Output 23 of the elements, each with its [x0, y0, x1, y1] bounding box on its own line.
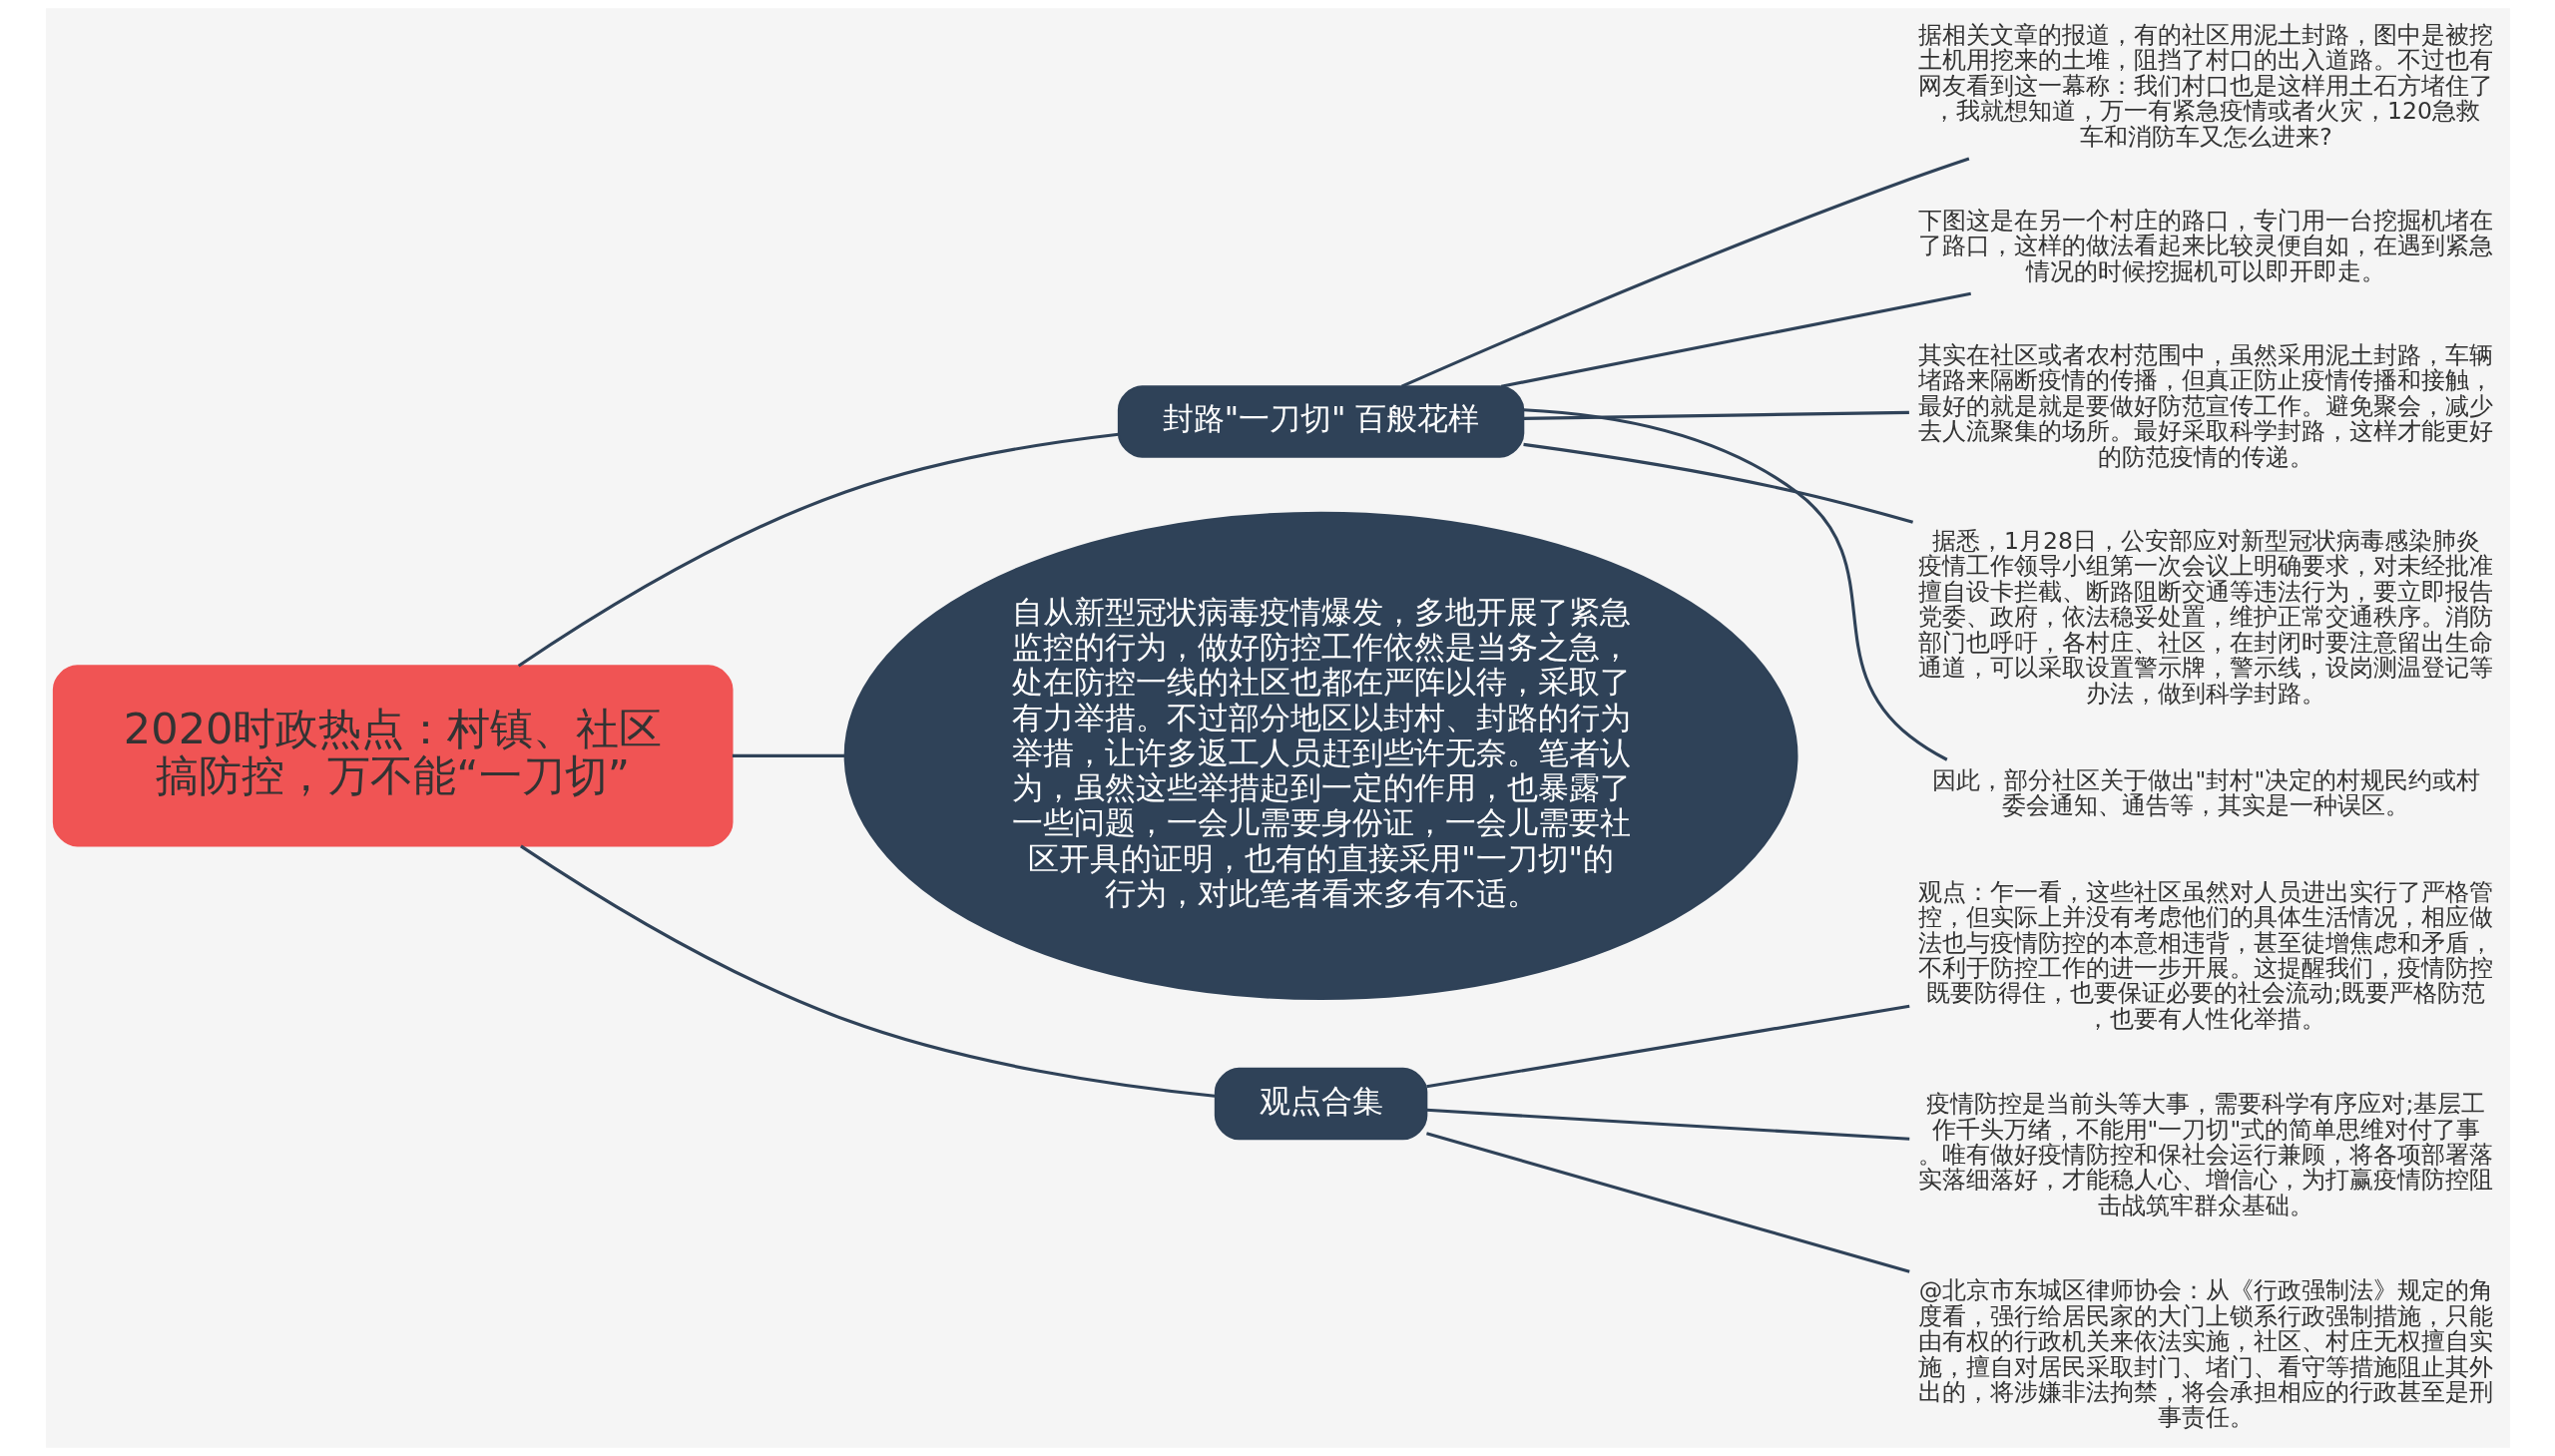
connector: [519, 844, 1215, 1098]
node-text: 据悉，1月28日，公安部应对新型冠状病毒感染肺炎疫情工作领导小组第一次会议上明确要求，对未经批准擅自设卡拦截、断路阻断交通等违法行为，要立即报告党委、政府，依法稳妥处置，维护正常交通秩序。消防部门也呼吁，各村庄、社区，在封闭时要注意留出生命通道，可以采取设置警示牌，警示线，设岗测温登记等办法，做到科学封路。: [1917, 526, 2493, 708]
node-box: 2020时政热点：村镇、社区搞防控，万不能“一刀切”: [52, 665, 733, 847]
connector: [1522, 442, 1913, 524]
connector: [517, 432, 1119, 668]
connector: [732, 753, 845, 757]
connector: [1425, 1132, 1910, 1273]
node-text: 据相关文章的报道，有的社区用泥土封路，图中是被挖土机用挖来的土堆，阻挡了村口的出入道路。不过也有网友看到这一幕称：我们村口也是这样用土石方堵住了，我就想知道，万一有紧急疫情或者火灾，120急救车和消防车又怎么进来?: [1917, 20, 2493, 151]
connector: [1400, 157, 1969, 388]
node-text: @北京市东城区律师协会：从《行政强制法》规定的角度看，强行给居民家的大门上锁系行政强制措施，只能由有权的行政机关来依法实施，社区、村庄无权擅自实施，擅自对居民采取封门、堵门、看守等措施阻止其外出的，将涉嫌非法拘禁，将会承担相应的行政甚至是刑事责任。: [1917, 1276, 2493, 1432]
connector: [1500, 291, 1971, 388]
connector: [1425, 1108, 1909, 1141]
node-box: 观点合集: [1214, 1067, 1427, 1141]
connector: [1522, 410, 1909, 420]
node-box: 封路"一刀切" 百般花样: [1117, 385, 1524, 458]
node-text: 其实在社区或者农村范围中，虽然采用泥土封路，车辆堵路来隔断疫情的传播，但真正防止疫情传播和接触，最好的就是就是要做好防范宣传工作。避免聚会，减少去人流聚集的场所。最好采取科学封路，这样才能更好的防范疫情的传递。: [1917, 340, 2493, 471]
node-text: 观点：乍一看，这些社区虽然对人员进出实行了严格管控，但实际上并没有考虑他们的具体生活情况，相应做法也与疫情防控的本意相违背，甚至徒增焦虑和矛盾，不利于防控工作的进一步开展。这提醒我们，疫情防控既要防得住，也要保证必要的社会流动;既要严格防范，也要有人性化举措。: [1917, 877, 2493, 1033]
connector: [1425, 1004, 1909, 1089]
node-ellipse: 自从新型冠状病毒疫情爆发，多地开展了紧急监控的行为，做好防控工作依然是当务之急，处在防控一线的社区也都在严阵以待，采取了有力举措。不过部分地区以封村、封路的行为举措，让许多返工人员赶到些许无奈。笔者认为，虽然这些举措起到一定的作用，也暴露了一些问题，一会儿需要身份证，一会儿需要社区开具的证明，也有的直接采用"一刀切"的行为，对此笔者看来多有不适。: [843, 511, 1797, 1001]
node-text: 下图这是在另一个村庄的路口，专门用一台挖掘机堵在了路口，这样的做法看起来比较灵便自如，在遇到紧急情况的时候挖掘机可以即开即走。: [1917, 206, 2493, 285]
node-text: 疫情防控是当前头等大事，需要科学有序应对;基层工作千头万绪，不能用"一刀切"式的简单思维对付了事。唯有做好疫情防控和保社会运行兼顾，将各项部署落实落细落好，才能稳人心、增信心，为打赢疫情防控阻击战筑牢群众基础。: [1917, 1090, 2493, 1219]
connector: [1523, 408, 1948, 761]
node-text: 因此，部分社区关于做出"封村"决定的村规民约或村委会通知、通告等，其实是一种误区。: [1931, 765, 2480, 820]
